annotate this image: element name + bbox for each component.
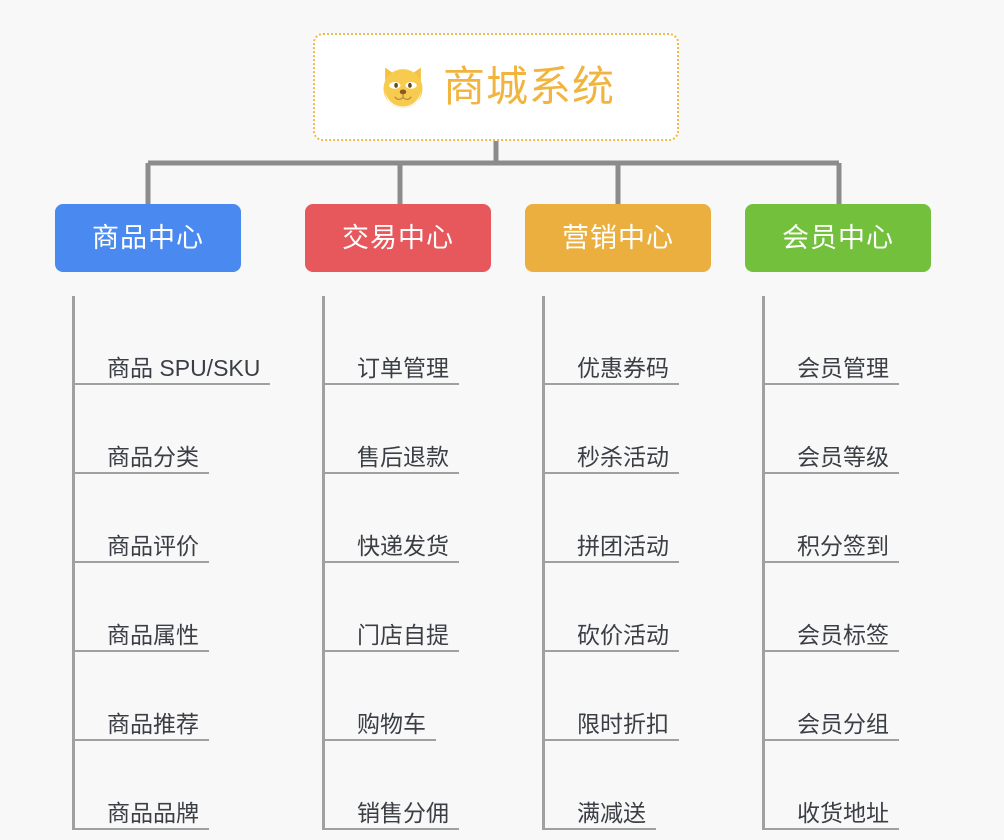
branch-column-trade-center: 交易中心 订单管理 售后退款 快递发货 门店自提 购物车 [305, 204, 497, 830]
leaf-label: 商品评价 [107, 532, 199, 559]
list-item[interactable]: 秒杀活动 [545, 385, 717, 474]
leaf-underline [75, 828, 209, 830]
leaf-label: 快递发货 [357, 532, 449, 559]
leaf-underline [545, 472, 679, 474]
leaf-label: 满减送 [577, 799, 646, 826]
leaf-underline [75, 472, 209, 474]
list-item[interactable]: 会员标签 [765, 563, 937, 652]
leaf-underline [545, 739, 679, 741]
leaf-label: 会员标签 [797, 621, 889, 648]
leaf-underline [75, 739, 209, 741]
branch-column-marketing-center: 营销中心 优惠券码 秒杀活动 拼团活动 砍价活动 限时折扣 [525, 204, 717, 830]
leaf-label: 商品推荐 [107, 710, 199, 737]
list-item[interactable]: 积分签到 [765, 474, 937, 563]
branch-column-member-center: 会员中心 会员管理 会员等级 积分签到 会员标签 会员分组 [745, 204, 937, 830]
list-item[interactable]: 商品品牌 [75, 741, 247, 830]
leaf-underline [765, 739, 899, 741]
leaf-list-member-center: 会员管理 会员等级 积分签到 会员标签 会员分组 收货地址 [762, 296, 937, 830]
leaf-list-marketing-center: 优惠券码 秒杀活动 拼团活动 砍价活动 限时折扣 满减送 [542, 296, 717, 830]
leaf-underline [545, 561, 679, 563]
leaf-label: 积分签到 [797, 532, 889, 559]
list-item[interactable]: 会员管理 [765, 296, 937, 385]
leaf-label: 商品 SPU/SKU [107, 354, 261, 381]
leaf-underline [75, 561, 209, 563]
leaf-underline [325, 383, 459, 385]
list-item[interactable]: 会员等级 [765, 385, 937, 474]
leaf-label: 门店自提 [357, 621, 449, 648]
leaf-label: 秒杀活动 [577, 443, 669, 470]
leaf-label: 订单管理 [357, 354, 449, 381]
leaf-label: 优惠券码 [577, 354, 669, 381]
list-item[interactable]: 商品 SPU/SKU [75, 296, 270, 385]
list-item[interactable]: 限时折扣 [545, 652, 717, 741]
list-item[interactable]: 订单管理 [325, 296, 497, 385]
leaf-label: 商品品牌 [107, 799, 199, 826]
list-item[interactable]: 优惠券码 [545, 296, 717, 385]
leaf-list-product-center: 商品 SPU/SKU 商品分类 商品评价 商品属性 商品推荐 商品品牌 [72, 296, 270, 830]
leaf-label: 商品属性 [107, 621, 199, 648]
category-header-member-center[interactable]: 会员中心 [745, 204, 931, 272]
list-item[interactable]: 商品推荐 [75, 652, 247, 741]
dog-face-icon [383, 67, 423, 109]
leaf-underline [325, 650, 459, 652]
leaf-underline [325, 828, 459, 830]
leaf-underline [75, 383, 270, 385]
leaf-underline [545, 383, 679, 385]
leaf-underline [765, 472, 899, 474]
root-title: 商城系统 [442, 63, 615, 110]
list-item[interactable]: 购物车 [325, 652, 497, 741]
list-item[interactable]: 门店自提 [325, 563, 497, 652]
leaf-label: 会员等级 [797, 443, 889, 470]
leaf-label: 商品分类 [107, 443, 199, 470]
leaf-list-trade-center: 订单管理 售后退款 快递发货 门店自提 购物车 销售分佣 [322, 296, 497, 830]
leaf-underline [765, 828, 899, 830]
leaf-underline [325, 472, 459, 474]
leaf-underline [765, 561, 899, 563]
list-item[interactable]: 快递发货 [325, 474, 497, 563]
leaf-underline [545, 650, 679, 652]
list-item[interactable]: 收货地址 [765, 741, 937, 830]
category-header-trade-center[interactable]: 交易中心 [305, 204, 491, 272]
list-item[interactable]: 拼团活动 [545, 474, 717, 563]
root-node[interactable]: 商城系统 [313, 33, 679, 141]
category-header-label: 营销中心 [562, 222, 674, 253]
leaf-label: 售后退款 [357, 443, 449, 470]
leaf-underline [545, 828, 656, 830]
leaf-label: 会员分组 [797, 710, 889, 737]
leaf-label: 拼团活动 [577, 532, 669, 559]
category-header-marketing-center[interactable]: 营销中心 [525, 204, 711, 272]
category-header-label: 交易中心 [342, 222, 454, 253]
leaf-underline [75, 650, 209, 652]
list-item[interactable]: 销售分佣 [325, 741, 497, 830]
leaf-label: 会员管理 [797, 354, 889, 381]
leaf-label: 砍价活动 [577, 621, 669, 648]
leaf-label: 限时折扣 [577, 710, 669, 737]
list-item[interactable]: 商品评价 [75, 474, 247, 563]
category-header-label: 会员中心 [782, 222, 894, 253]
leaf-label: 销售分佣 [357, 799, 449, 826]
leaf-underline [325, 739, 436, 741]
list-item[interactable]: 售后退款 [325, 385, 497, 474]
list-item[interactable]: 商品分类 [75, 385, 247, 474]
leaf-label: 收货地址 [797, 799, 889, 826]
list-item[interactable]: 砍价活动 [545, 563, 717, 652]
leaf-label: 购物车 [357, 710, 426, 737]
category-header-product-center[interactable]: 商品中心 [55, 204, 241, 272]
list-item[interactable]: 满减送 [545, 741, 717, 830]
leaf-underline [765, 650, 899, 652]
branch-column-product-center: 商品中心 商品 SPU/SKU 商品分类 商品评价 商品属性 商品推荐 [55, 204, 270, 830]
leaf-underline [765, 383, 899, 385]
category-header-label: 商品中心 [92, 222, 204, 253]
list-item[interactable]: 商品属性 [75, 563, 247, 652]
list-item[interactable]: 会员分组 [765, 652, 937, 741]
leaf-underline [325, 561, 459, 563]
